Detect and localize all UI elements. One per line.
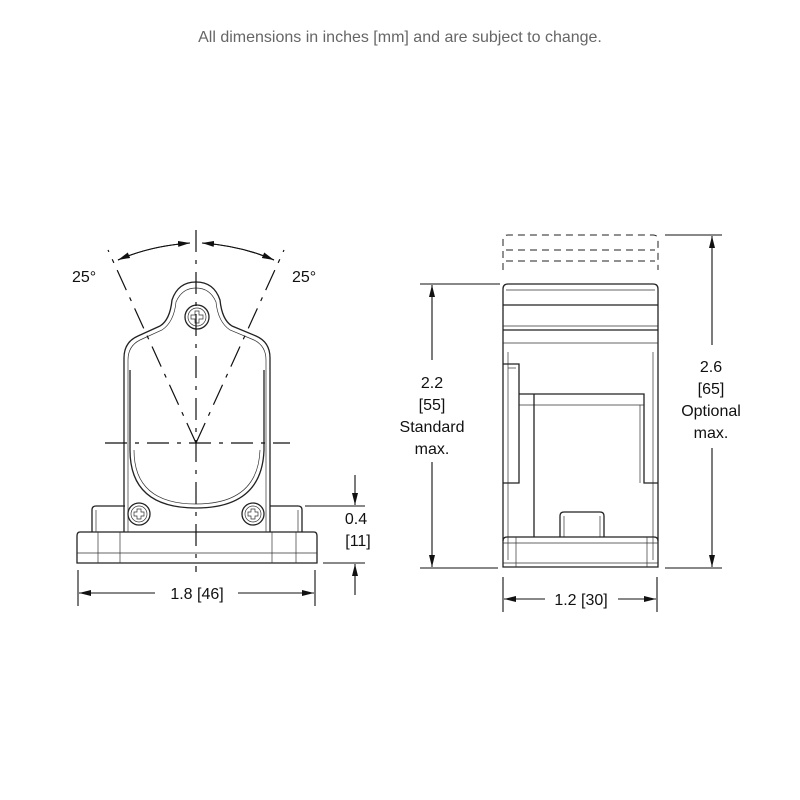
- screw-right-icon: [241, 502, 265, 526]
- screw-left-icon: [127, 502, 151, 526]
- optional-height-inch: 2.6: [700, 359, 722, 376]
- standard-height-inch: 2.2: [421, 375, 443, 392]
- front-width-label: 1.8 [46]: [170, 586, 223, 603]
- base-height-mm-label: [11]: [345, 533, 371, 550]
- standard-height-max: max.: [415, 441, 450, 458]
- standard-height-mm: [55]: [419, 397, 446, 414]
- side-view: 2.2 [55] Standard max. 2.6 [65] Optional…: [400, 234, 741, 612]
- angle-left-label: 25°: [72, 269, 96, 286]
- optional-height-label: Optional: [681, 403, 741, 420]
- standard-height-label: Standard: [400, 419, 465, 436]
- side-width-label: 1.2 [30]: [554, 592, 607, 609]
- front-view: 25° 25° 1.8 [46] 0.4 [11]: [72, 230, 371, 606]
- base-height-inch-label: 0.4: [345, 511, 367, 528]
- dimensions-disclaimer: All dimensions in inches [mm] and are su…: [198, 29, 602, 46]
- optional-height-mm: [65]: [698, 381, 725, 398]
- screw-top-icon: [184, 304, 210, 330]
- angle-right-label: 25°: [292, 269, 316, 286]
- optional-height-max: max.: [694, 425, 729, 442]
